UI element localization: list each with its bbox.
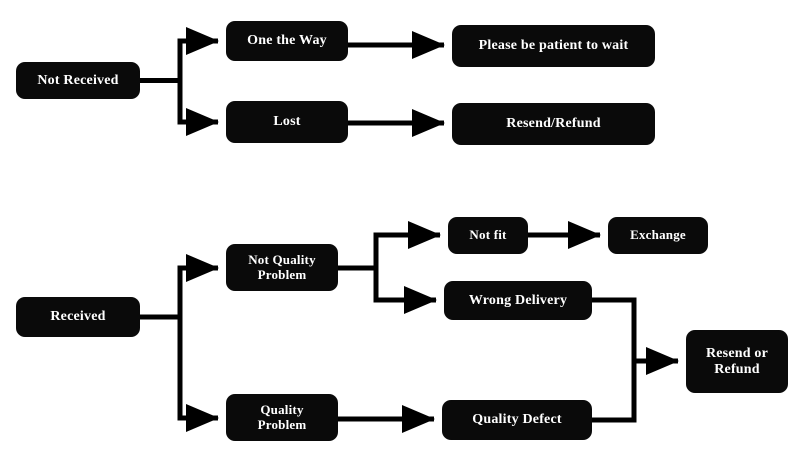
node-wrong-delivery[interactable]: Wrong Delivery xyxy=(444,281,592,320)
node-quality-defect[interactable]: Quality Defect xyxy=(442,400,592,440)
node-lost[interactable]: Lost xyxy=(226,101,348,143)
connector-split-nqp-to-wrong-delivery xyxy=(373,268,437,314)
connector-split-nqp-to-not-fit xyxy=(373,220,441,268)
node-not-received[interactable]: Not Received xyxy=(16,62,140,99)
connector-split-top-to-lost xyxy=(177,80,219,136)
node-resend-refund[interactable]: Resend/Refund xyxy=(452,103,655,145)
connector-split-bottom-to-quality-problem xyxy=(177,317,219,432)
node-received[interactable]: Received xyxy=(16,297,140,337)
connector-quality-defect-to-merge xyxy=(592,361,637,423)
connector-wrong-delivery-to-merge xyxy=(592,297,637,361)
node-please-be-patient-to-wait[interactable]: Please be patient to wait xyxy=(452,25,655,67)
node-exchange[interactable]: Exchange xyxy=(608,217,708,254)
connector-split-top-to-on-the-way xyxy=(177,26,219,81)
connector-split-bottom-to-not-quality-problem xyxy=(177,253,219,317)
node-on-the-way[interactable]: One the Way xyxy=(226,21,348,61)
node-not-fit[interactable]: Not fit xyxy=(448,217,528,254)
